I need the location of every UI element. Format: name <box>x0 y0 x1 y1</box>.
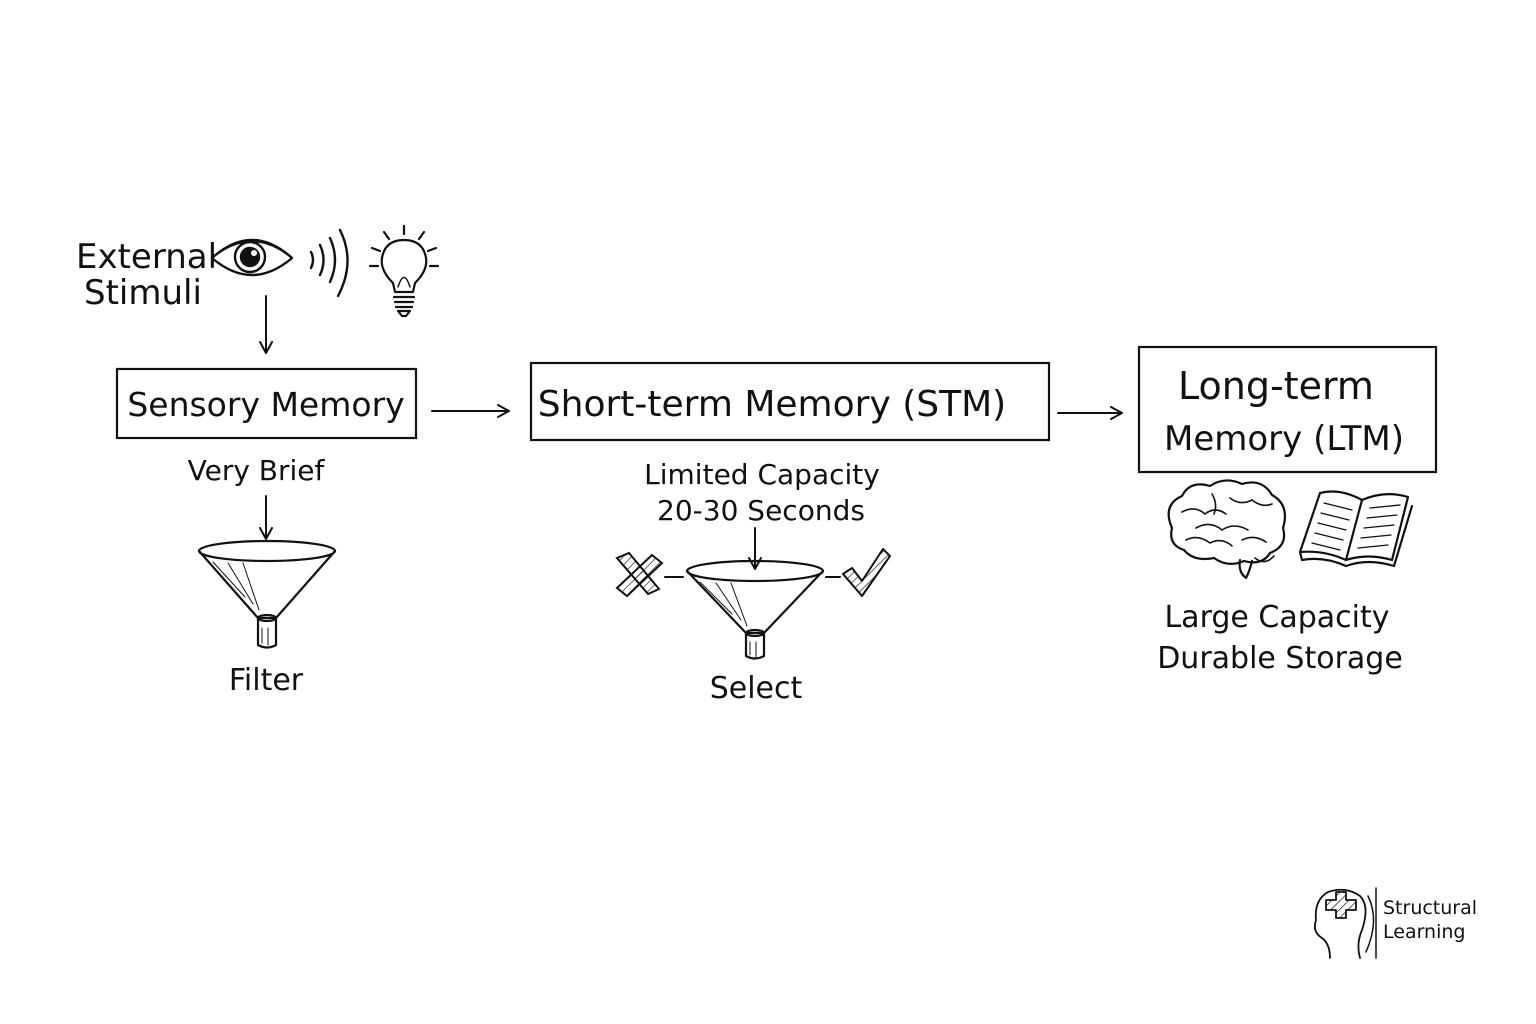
cross-icon <box>615 551 664 598</box>
sensory-memory-title: Sensory Memory <box>127 385 404 424</box>
ltm-storage-label: Durable Storage <box>1157 641 1403 676</box>
stm-box <box>529 361 1051 442</box>
logo-text-line2: Learning <box>1383 921 1466 943</box>
eye-icon <box>210 238 294 277</box>
stimuli-label-line2: Stimuli <box>84 273 202 313</box>
select-label: Select <box>710 671 803 706</box>
head-puzzle-logo-icon <box>1313 887 1377 959</box>
stimuli-label-line1: External <box>76 237 217 277</box>
ltm-title-line1: Long-term <box>1178 364 1374 408</box>
stm-title: Short-term Memory (STM) <box>538 384 1006 425</box>
checkmark-icon <box>842 548 891 597</box>
ltm-capacity-label: Large Capacity <box>1164 600 1389 635</box>
logo-text-line1: Structural <box>1383 897 1477 919</box>
sensory-duration-label: Very Brief <box>188 454 326 487</box>
ltm-title-line2: Memory (LTM) <box>1164 419 1404 459</box>
sound-waves-icon <box>309 228 349 298</box>
ltm-box <box>1137 345 1438 474</box>
stm-duration-label: 20-30 Seconds <box>657 494 865 527</box>
sensory-memory-box <box>115 367 418 440</box>
lightbulb-icon <box>368 224 440 318</box>
funnel-icon <box>197 539 337 649</box>
open-book-icon <box>1298 490 1414 568</box>
filter-label: Filter <box>229 663 304 698</box>
brain-icon <box>1167 479 1287 580</box>
funnel-icon <box>685 559 825 660</box>
stm-capacity-label: Limited Capacity <box>644 458 880 491</box>
